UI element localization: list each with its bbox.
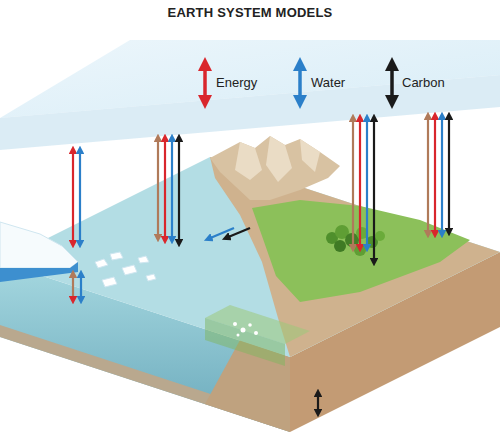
ice-floe	[102, 277, 117, 287]
diagram-title: EARTH SYSTEM MODELS	[0, 5, 500, 20]
legend-label: Energy	[216, 75, 257, 90]
flux-arrows	[73, 116, 449, 413]
forest	[326, 225, 385, 256]
energy-flux	[434, 116, 436, 234]
tree	[334, 240, 346, 252]
carbon-flux	[448, 116, 450, 232]
ice-floe	[146, 274, 156, 281]
water-flux	[441, 116, 443, 234]
mountain-highlight	[266, 136, 292, 182]
mountain-highlight	[235, 142, 262, 180]
ice-floes	[95, 252, 156, 287]
ice-floe	[138, 256, 149, 263]
legend-item: Water	[311, 75, 345, 90]
energy-flux	[352, 118, 354, 248]
legend-arrows	[205, 64, 392, 102]
legend-item: Energy	[216, 75, 257, 90]
ice-floe	[95, 259, 108, 268]
atmosphere-layer-side	[0, 75, 500, 150]
energy-flux	[427, 116, 429, 234]
legend-item: Carbon	[402, 75, 445, 90]
plankton-cell	[233, 322, 237, 326]
water-flux	[366, 118, 368, 248]
energy-flux	[72, 150, 74, 244]
water-arrow	[298, 64, 302, 102]
energy-flux	[164, 138, 166, 240]
sediment-carbon-flux	[317, 393, 319, 413]
ice-floe	[110, 252, 123, 260]
energy-flux	[72, 274, 74, 300]
legend-label: Water	[311, 75, 345, 90]
plankton-cell	[248, 323, 252, 327]
energy-flux	[157, 138, 159, 238]
legend-label: Carbon	[402, 75, 445, 90]
plankton-cell	[254, 331, 258, 335]
ice-floe	[122, 265, 137, 275]
sea-ice-edge	[0, 262, 78, 282]
water-flux	[171, 138, 173, 240]
energy-arrow	[203, 64, 207, 102]
carbon-flux	[373, 118, 375, 262]
carbon-arrow	[390, 64, 394, 102]
plankton-cell	[237, 334, 240, 337]
plankton-box	[205, 318, 285, 366]
plankton	[233, 322, 258, 337]
energy-flux	[359, 118, 361, 248]
carbon-flux	[178, 138, 180, 243]
mountain-highlight	[300, 139, 320, 172]
sea-ice	[0, 222, 78, 268]
plankton-cell	[241, 328, 246, 333]
water-flux	[79, 150, 81, 244]
tree	[375, 231, 385, 241]
runoff-arrow	[226, 228, 250, 238]
mountain-range	[210, 136, 340, 200]
water-flux	[80, 274, 82, 300]
